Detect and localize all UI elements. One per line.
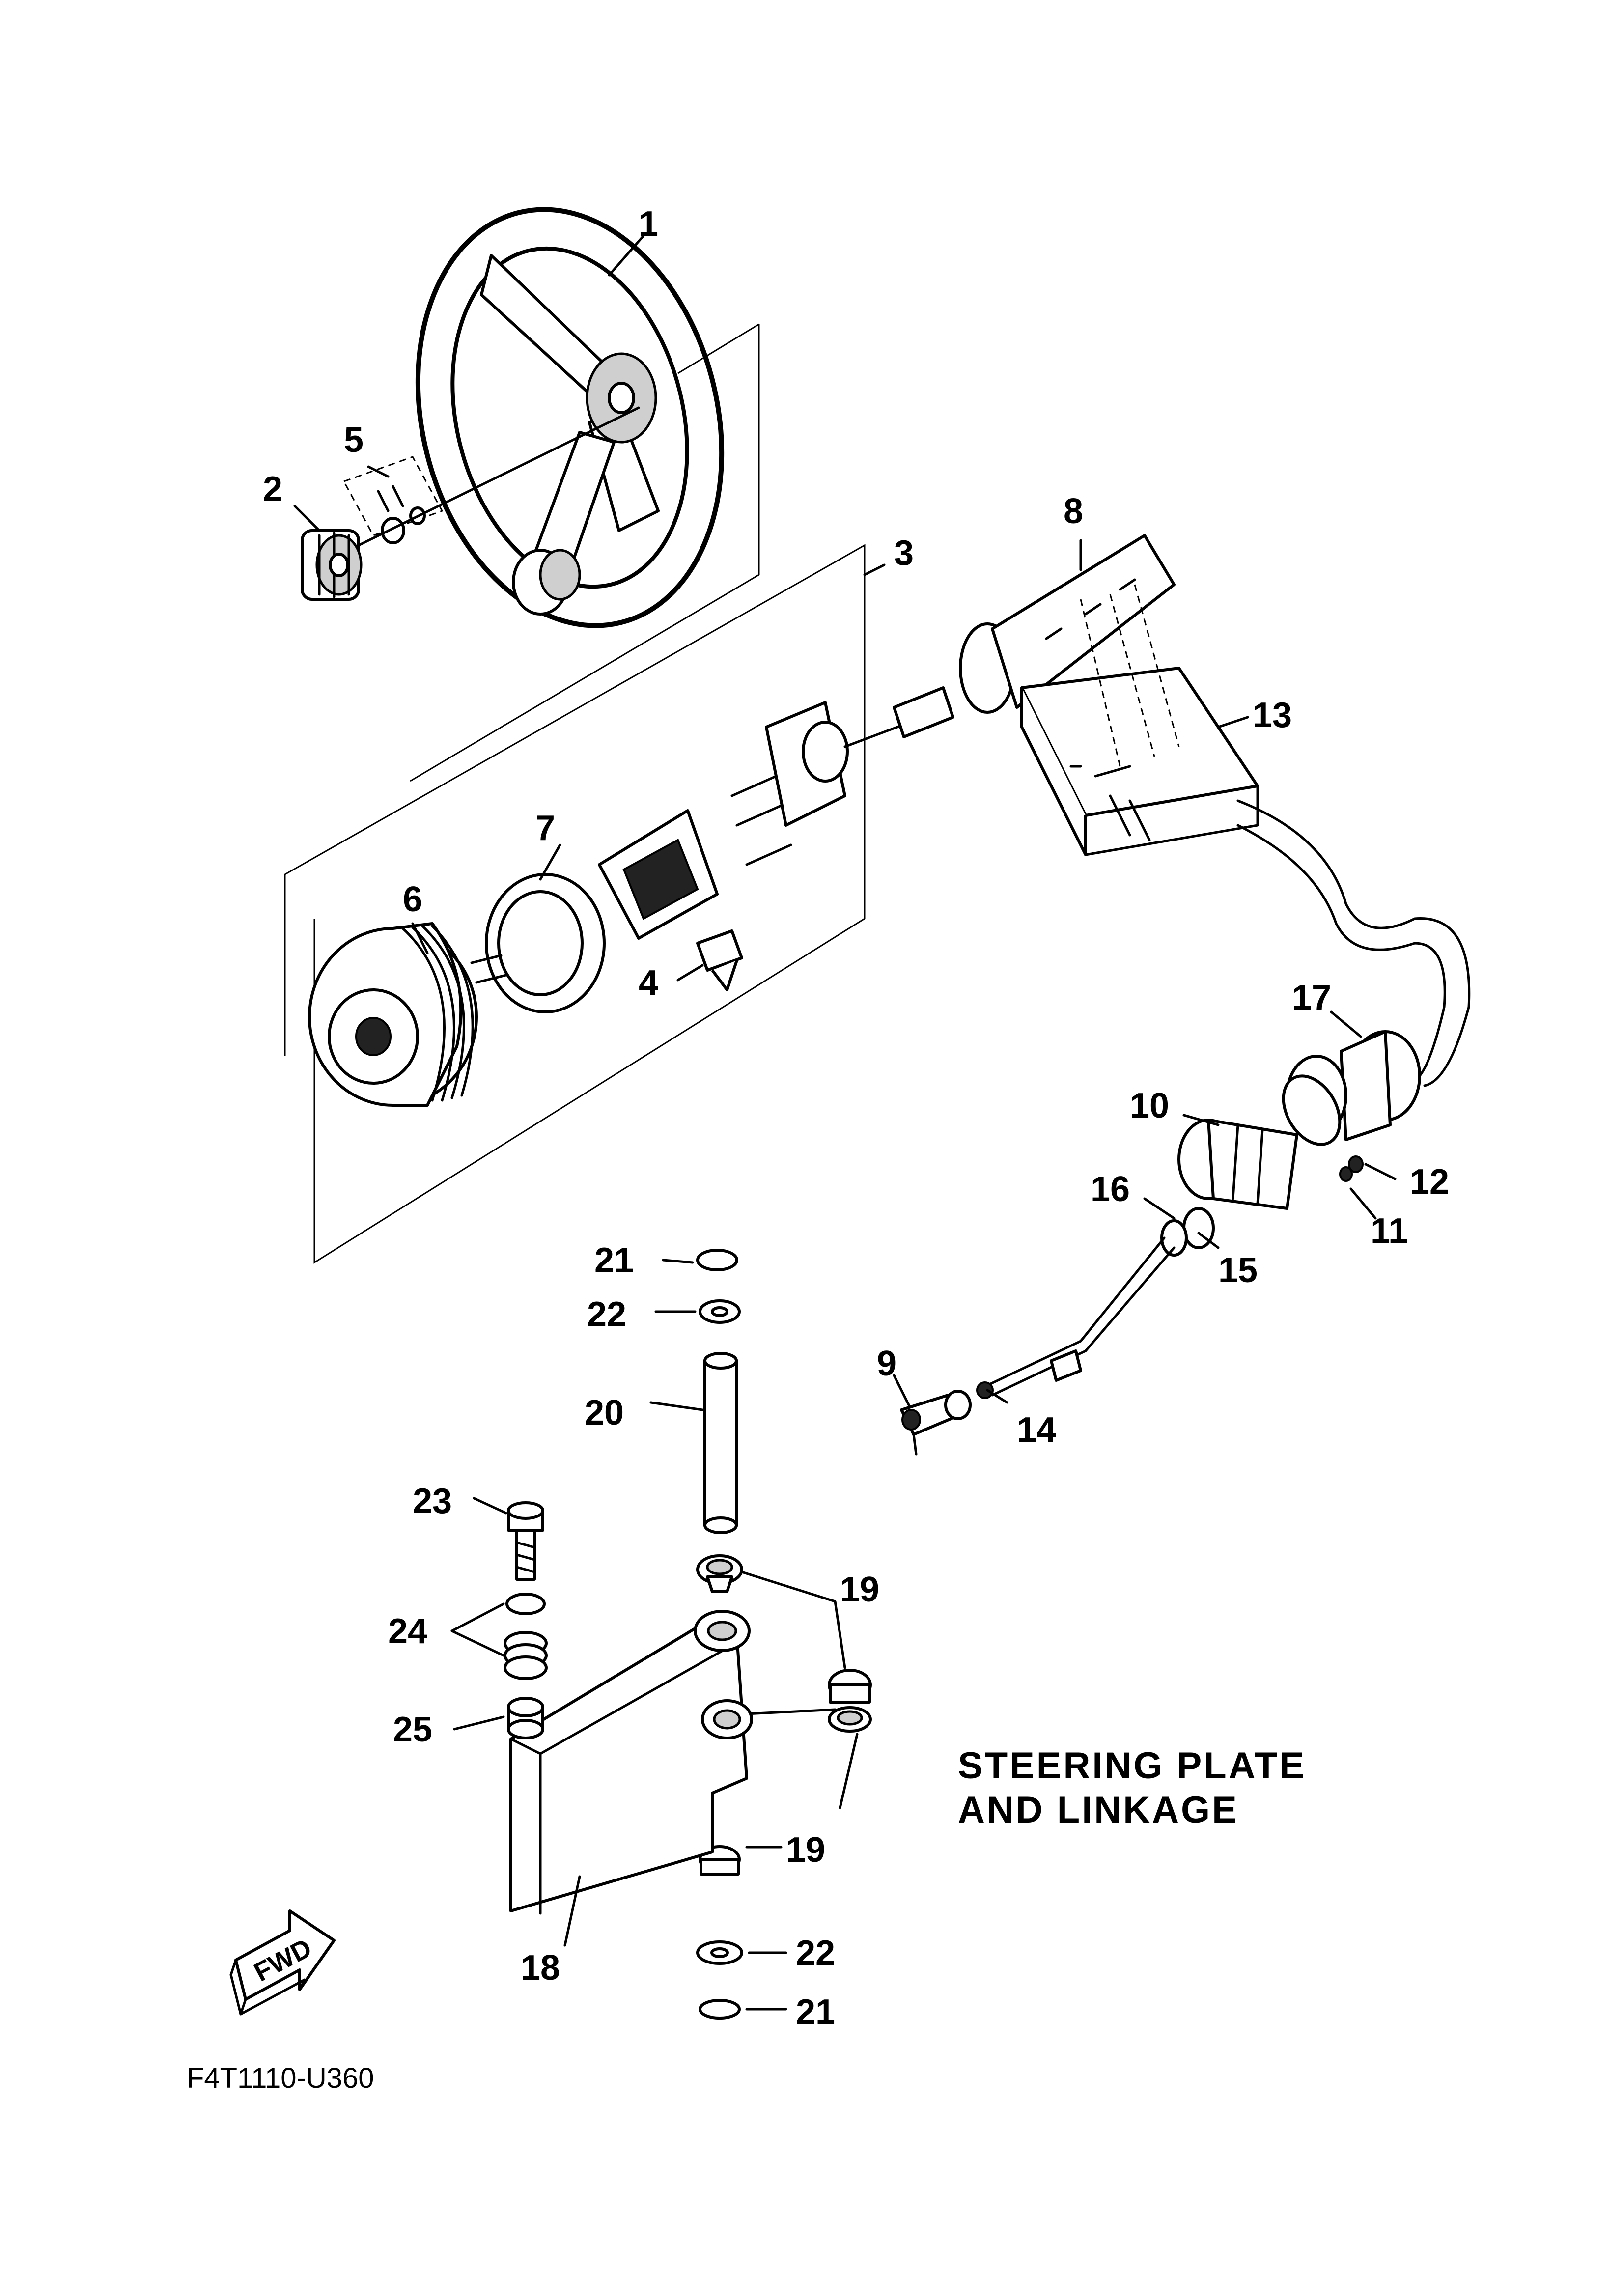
- washer-24-a: [505, 1593, 546, 1615]
- cable-boot: [1177, 1030, 1421, 1210]
- steering-nut: [301, 529, 363, 601]
- callout-21-top: 21: [594, 1241, 634, 1280]
- callout-22-bottom: 22: [796, 1934, 835, 1973]
- callout-10: 10: [1130, 1086, 1169, 1125]
- fwd-arrow-icon: FWD: [229, 1909, 336, 2016]
- callout-5: 5: [344, 421, 364, 460]
- callout-11: 11: [1371, 1211, 1408, 1251]
- callout-19-top: 19: [840, 1570, 879, 1609]
- callout-8: 8: [1064, 492, 1083, 531]
- callout-18: 18: [521, 1948, 560, 1988]
- diagram-code: F4T1110-U360: [187, 2062, 374, 2094]
- callout-14: 14: [1017, 1410, 1056, 1450]
- leader-lines: [293, 234, 1397, 2011]
- steering-wheel: [415, 207, 725, 628]
- ball-joint: [900, 1390, 972, 1456]
- steering-plate: [509, 1610, 753, 1915]
- callout-24: 24: [388, 1612, 427, 1651]
- helm-mechanism: [598, 701, 925, 940]
- pivot-pin: [703, 1352, 738, 1534]
- callout-13: 13: [1253, 696, 1292, 735]
- steering-cable-unit: [893, 534, 1471, 1087]
- callout-1: 1: [639, 204, 658, 244]
- circlip-top: [696, 1249, 738, 1271]
- bolt: [507, 1501, 544, 1581]
- callout-17: 17: [1292, 978, 1331, 1017]
- callout-12: 12: [1410, 1162, 1449, 1202]
- callout-6: 6: [403, 880, 422, 919]
- diagram-title-line2: AND LINKAGE: [958, 1789, 1239, 1831]
- callout-19-bottom: 19: [786, 1830, 825, 1870]
- callout-16: 16: [1091, 1170, 1130, 1209]
- callout-21-bottom: 21: [796, 1992, 835, 2032]
- callout-9: 9: [877, 1344, 896, 1383]
- callout-25: 25: [393, 1710, 432, 1749]
- callout-22-top: 22: [587, 1295, 626, 1334]
- helm-ring: [470, 873, 606, 1013]
- helm-bezel: [308, 922, 478, 1107]
- callout-15: 15: [1218, 1251, 1258, 1290]
- bushing-set: [696, 1554, 872, 1876]
- collar: [507, 1697, 544, 1739]
- helm-clip: [696, 929, 743, 991]
- washer-set: [342, 406, 640, 547]
- push-pull-cable: [976, 1207, 1215, 1399]
- callout-labels: 1 2 3 4 5 6 7 8 9 10 11 12 13 14 15 16 1…: [263, 204, 1449, 2032]
- callout-3: 3: [894, 533, 914, 573]
- callout-4: 4: [639, 963, 658, 1003]
- callout-7: 7: [535, 809, 555, 848]
- circlip-bottom: [699, 1999, 741, 2020]
- callout-20: 20: [585, 1393, 624, 1432]
- callout-23: 23: [413, 1482, 452, 1521]
- callout-2: 2: [263, 470, 282, 509]
- diagram-title-line1: STEERING PLATE: [958, 1745, 1306, 1787]
